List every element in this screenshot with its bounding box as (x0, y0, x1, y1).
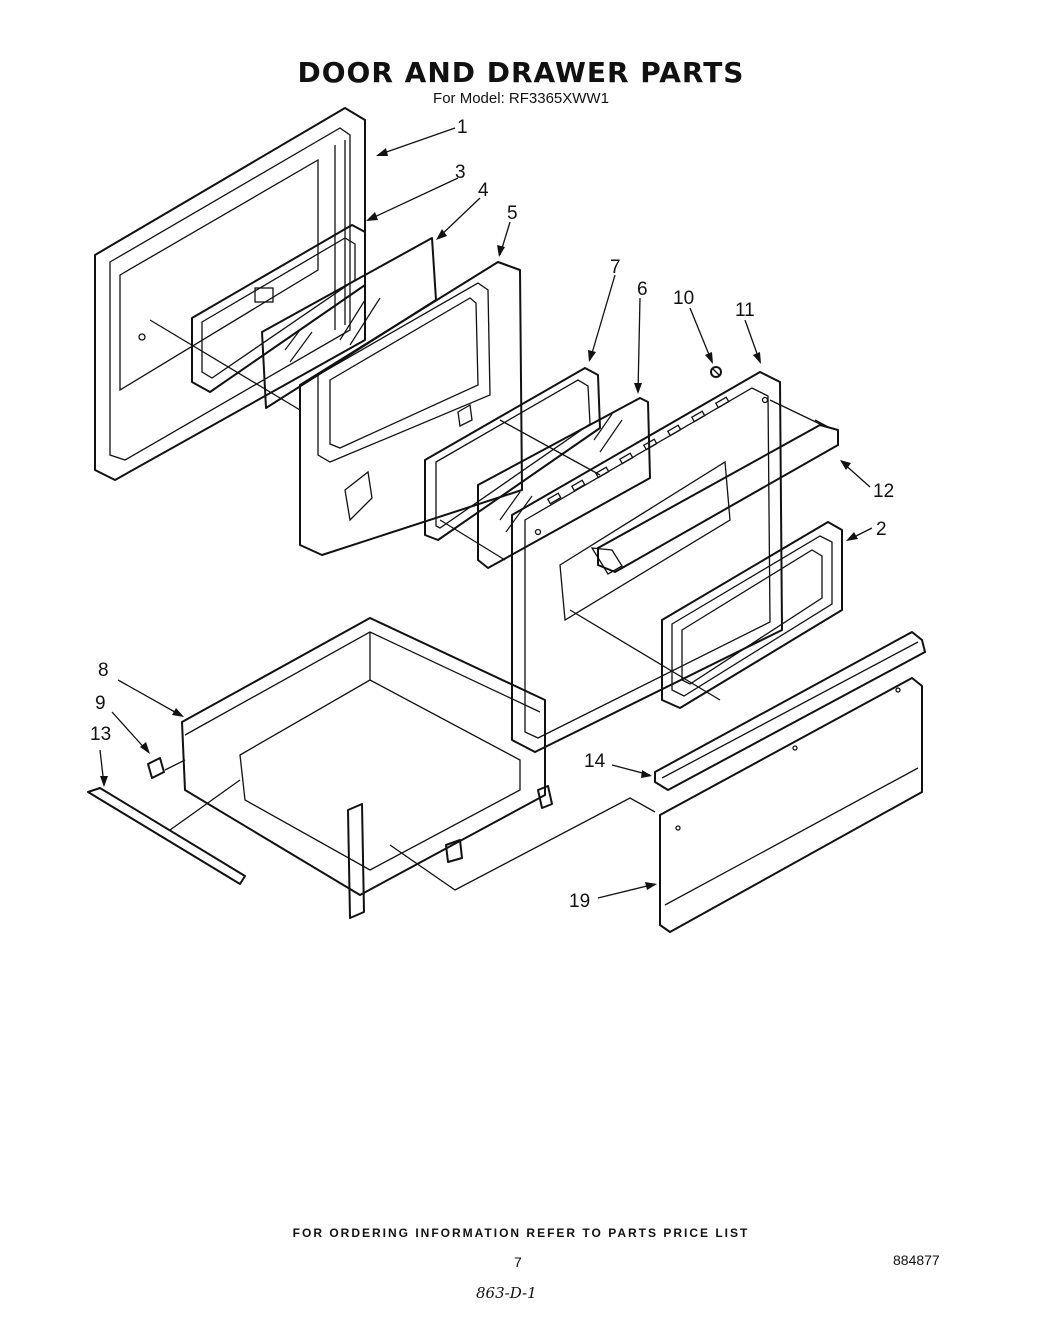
part-door-handle (590, 419, 839, 575)
callout-2: 2 (876, 519, 887, 540)
part-glass-pane-outer (477, 397, 651, 569)
part-drawer-trim-strip (654, 631, 926, 791)
document-id: 884877 (893, 1252, 940, 1268)
page-title: DOOR AND DRAWER PARTS (297, 56, 745, 89)
callout-13: 13 (90, 724, 111, 745)
callout-labels: 1 3 4 5 7 6 10 11 12 2 8 9 13 14 19 (90, 117, 894, 912)
callout-10: 10 (673, 288, 694, 309)
part-drawer-clip (147, 757, 165, 779)
callout-6: 6 (637, 279, 648, 300)
ordering-info-note: FOR ORDERING INFORMATION REFER TO PARTS … (292, 1226, 750, 1240)
callout-1: 1 (457, 117, 468, 138)
part-door-liner-frame (191, 224, 366, 393)
part-inner-door-panel (299, 261, 523, 556)
callout-19: 19 (569, 891, 590, 912)
part-screw (710, 366, 722, 378)
part-door-window-trim (661, 521, 843, 709)
callout-9: 9 (95, 693, 106, 714)
leader-lines (99, 127, 873, 899)
callout-8: 8 (98, 660, 109, 681)
part-outer-door-panel (94, 107, 366, 481)
part-drawer-slide-rail (87, 787, 246, 885)
callout-3: 3 (455, 162, 466, 183)
model-subtitle: For Model: RF3365XWW1 (433, 90, 609, 107)
assembly-lines (149, 319, 823, 891)
callout-14: 14 (584, 751, 606, 772)
part-drawer (181, 617, 553, 919)
callout-4: 4 (478, 180, 489, 201)
callout-5: 5 (507, 203, 518, 224)
part-outer-door (511, 371, 783, 753)
part-drawer-front-panel (659, 677, 923, 933)
callout-7: 7 (610, 257, 621, 278)
handwritten-code: 863-D-1 (476, 1284, 537, 1302)
callout-12: 12 (873, 481, 894, 502)
page-number: 7 (514, 1254, 522, 1270)
vent-slots (546, 396, 730, 505)
callout-11: 11 (735, 300, 755, 321)
